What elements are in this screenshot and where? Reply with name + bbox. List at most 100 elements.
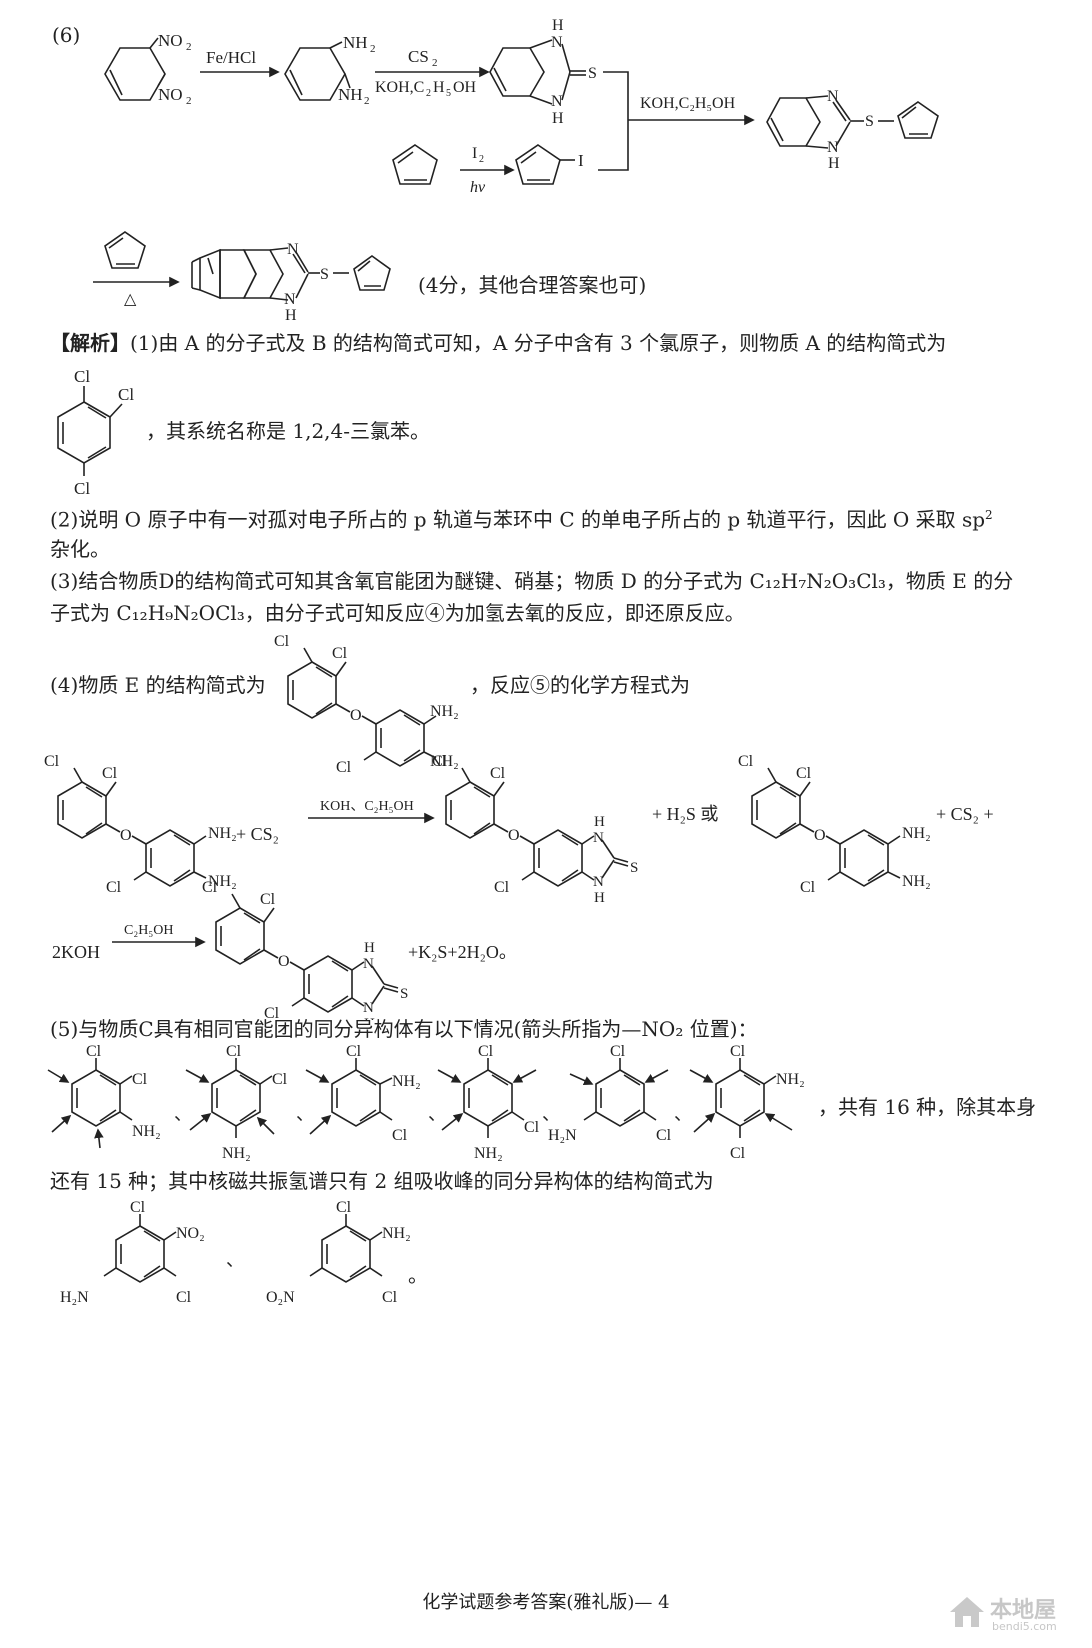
svg-text:Cl: Cl (176, 1289, 192, 1306)
svg-text:2: 2 (479, 154, 484, 165)
svg-text:O: O (508, 827, 520, 844)
svg-text:NH₂: NH₂ (430, 703, 459, 720)
svg-text:Cl: Cl (494, 879, 510, 896)
svg-text:Cl: Cl (86, 1043, 102, 1060)
svg-text:Cl: Cl (490, 765, 506, 782)
synthesis-route-diagram: NO 2 NO 2 Fe/HCl NH 2 NH 2 CS 2 KOH,C 2 … (93, 17, 939, 324)
svg-text:H: H (594, 814, 605, 830)
isomer-4: Cl Cl NH₂ (437, 1043, 540, 1162)
svg-text:+ H₂S 或: + H₂S 或 (652, 804, 718, 824)
svg-text:NH₂: NH₂ (208, 873, 237, 890)
svg-text:I: I (578, 151, 584, 170)
svg-text:+ CS₂: + CS₂ (236, 824, 279, 844)
svg-text:H: H (364, 940, 375, 956)
svg-text:N: N (827, 88, 839, 105)
isomer-count: ，共有 16 种，除其本身 (818, 1095, 1037, 1119)
svg-text:NH₂: NH₂ (902, 873, 931, 890)
watermark-url: bendi5.com (992, 1620, 1057, 1633)
svg-text:、: 、 (296, 1104, 314, 1124)
svg-text:+ CS₂ +: + CS₂ + (936, 804, 994, 824)
site-watermark: 本地屋 bendi5.com (948, 1590, 1078, 1638)
svg-text:NO₂: NO₂ (176, 1225, 205, 1242)
answer-isomers: Cl NO₂ Cl H₂N 、 Cl NH₂ Cl O₂N (60, 1199, 411, 1306)
analysis-para-4-tail: ，反应⑤的化学方程式为 (470, 673, 690, 697)
svg-text:Cl: Cl (478, 1043, 494, 1060)
svg-text:N: N (593, 830, 604, 846)
equation-reactant-1: Cl Cl O Cl NH₂ NH₂ (44, 753, 237, 896)
svg-text:N: N (551, 93, 563, 110)
house-logo-icon (950, 1597, 984, 1627)
svg-text:S: S (865, 113, 874, 130)
svg-text:Cl: Cl (610, 1043, 626, 1060)
svg-text:H: H (433, 79, 445, 96)
svg-text:N: N (593, 874, 604, 890)
svg-text:OH: OH (453, 79, 477, 96)
svg-text:、: 、 (674, 1104, 692, 1124)
svg-text:NH₂: NH₂ (222, 1145, 251, 1162)
svg-text:NH: NH (338, 85, 363, 104)
analysis-para-5: (5)与物质C具有相同官能团的同分异构体有以下情况(箭头所指为—NO₂ 位置)： (50, 1017, 758, 1041)
svg-text:S: S (400, 986, 408, 1002)
svg-text:NH₂: NH₂ (474, 1145, 503, 1162)
analysis-para-1: 【解析】(1)由 A 的分子式及 B 的结构简式可知，A 分子中含有 3 个氯原… (50, 331, 947, 355)
svg-text:Cl: Cl (260, 891, 276, 908)
svg-text:I: I (472, 145, 477, 162)
isomer-3: Cl NH₂ Cl (305, 1043, 421, 1144)
isomer-6: Cl NH₂ Cl (689, 1043, 805, 1162)
svg-text:NH₂: NH₂ (776, 1071, 805, 1088)
analysis-heading: 【解析】 (50, 331, 130, 355)
svg-text:2: 2 (186, 95, 192, 107)
equation-reactant-2: Cl Cl O Cl NH₂ NH₂ (738, 753, 931, 896)
svg-text:NH₂: NH₂ (208, 825, 237, 842)
svg-text:H₂N: H₂N (60, 1289, 89, 1306)
svg-text:N: N (363, 956, 374, 972)
svg-text:Cl: Cl (336, 1199, 352, 1216)
final-product: N S N H (191, 241, 391, 324)
svg-text:、: 、 (174, 1104, 192, 1124)
svg-text:Cl: Cl (432, 753, 448, 770)
nitro-label-2: NO (158, 85, 183, 104)
analysis-para-5-cont: 还有 15 种；其中核磁共振氢谱只有 2 组吸收峰的同分异构体的结构简式为 (50, 1169, 714, 1193)
svg-text:、: 、 (428, 1104, 446, 1124)
svg-text:KOH,C₂H₅OH: KOH,C₂H₅OH (640, 95, 736, 112)
svg-text:O: O (120, 827, 132, 844)
svg-text:Cl: Cl (118, 385, 134, 404)
isomer-row: Cl Cl NH₂ 、 Cl Cl NH₂ 、 Cl NH₂ Cl 、 Cl C… (47, 1043, 805, 1162)
svg-text:Cl: Cl (272, 1071, 288, 1088)
svg-text:H: H (594, 890, 605, 906)
equation-product-2: Cl Cl O Cl H N N H S (202, 879, 408, 1020)
svg-text:2KOH: 2KOH (52, 942, 100, 962)
answer-isomer-1: Cl NO₂ Cl H₂N (60, 1199, 205, 1306)
svg-text:NH₂: NH₂ (132, 1123, 161, 1140)
analysis-para-2-cont: 杂化。 (50, 537, 110, 561)
svg-text:NH₂: NH₂ (430, 753, 459, 770)
svg-text:Cl: Cl (524, 1119, 540, 1136)
cyclopentadiene-reagent (104, 231, 146, 269)
svg-text:N: N (363, 1000, 374, 1016)
svg-text:2: 2 (426, 88, 431, 99)
coupled-product: N S N H (766, 88, 939, 172)
structure-e: Cl Cl O Cl NH₂ NH₂ (274, 633, 459, 776)
svg-text:hv: hv (470, 179, 486, 196)
svg-text:H: H (552, 17, 564, 34)
svg-text:O: O (814, 827, 826, 844)
analysis-para-2: (2)说明 O 原子中有一对孤对电子所占的 p 轨道与苯环中 C 的单电子所占的… (50, 507, 993, 532)
svg-text:+K₂S+2H₂O。: +K₂S+2H₂O。 (408, 942, 517, 962)
isomer-2: Cl Cl NH₂ (185, 1043, 288, 1162)
iodocyclopentadiene: I (515, 144, 584, 185)
analysis-para-4: (4)物质 E 的结构简式为 (50, 673, 266, 697)
svg-text:Cl: Cl (132, 1071, 148, 1088)
svg-text:Cl: Cl (106, 879, 122, 896)
svg-text:△: △ (124, 291, 137, 308)
score-note: (4分，其他合理答案也可) (418, 273, 647, 297)
trichlorobenzene-structure: Cl Cl Cl (57, 367, 134, 498)
svg-text:Cl: Cl (102, 765, 118, 782)
svg-text:H: H (285, 307, 297, 324)
svg-text:2: 2 (364, 95, 370, 107)
svg-text:、: 、 (226, 1250, 244, 1270)
watermark-name: 本地屋 (990, 1598, 1057, 1623)
svg-text:Cl: Cl (74, 367, 90, 386)
reaction-bracket (598, 71, 629, 171)
svg-text:Cl: Cl (800, 879, 816, 896)
svg-text:5: 5 (446, 88, 451, 99)
